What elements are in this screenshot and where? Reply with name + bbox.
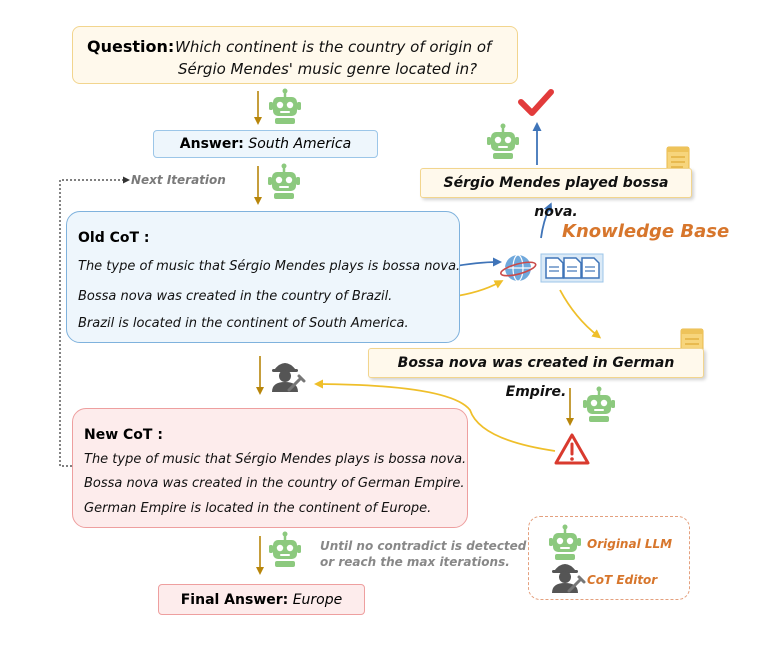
new-cot-box: New CoT : The type of music that Sérgio … (72, 408, 468, 528)
until-note-line2: or reach the max iterations. (320, 555, 510, 569)
new-cot-line: The type of music that Sérgio Mendes pla… (84, 452, 467, 467)
question-line1: Which continent is the country of origin… (175, 38, 492, 56)
old-cot-box: Old CoT : The type of music that Sérgio … (66, 211, 460, 343)
check-icon (518, 89, 554, 116)
legend-original-llm: Original LLM (587, 537, 673, 551)
final-answer-label: Final Answer: (180, 592, 289, 608)
globe-icon (500, 254, 537, 282)
cot-editor-icon (270, 361, 306, 394)
knowledge-base-label: Knowledge Base (562, 221, 730, 242)
robot-icon (267, 87, 303, 126)
warning-icon (554, 433, 590, 465)
old-cot-line: The type of music that Sérgio Mendes pla… (78, 259, 461, 274)
arrow-warning-to-editor (314, 379, 556, 452)
question-label: Question: (87, 37, 175, 56)
answer-value: South America (248, 136, 352, 152)
old-cot-line: Brazil is located in the continent of So… (78, 316, 409, 331)
kb-fact-supported: Sérgio Mendes played bossa nova. (420, 168, 692, 220)
question-box: Question: Which continent is the country… (72, 26, 518, 84)
new-cot-line: German Empire is located in the continen… (84, 501, 432, 516)
documents-icon (540, 253, 604, 283)
arrow-kb-to-fact2 (559, 289, 602, 339)
legend-cot-editor: CoT Editor (587, 573, 658, 587)
arrow-kb-to-fact1 (540, 202, 553, 239)
robot-icon (266, 162, 302, 201)
robot-icon (581, 385, 617, 424)
question-line2: Sérgio Mendes' music genre located in? (178, 60, 478, 78)
robot-icon (267, 530, 303, 569)
new-cot-title: New CoT : (84, 427, 163, 443)
final-answer-value: Europe (292, 592, 343, 608)
until-note: Until no contradict is detected or reach… (320, 538, 526, 570)
final-answer-box: Final Answer: Europe (158, 584, 365, 615)
answer-label: Answer: (179, 136, 244, 152)
new-cot-line: Bossa nova was created in the country of… (84, 476, 465, 491)
legend-box: Original LLM CoT Editor (528, 516, 690, 600)
question-text: Which continent is the country of origin… (175, 36, 515, 80)
old-cot-line: Bossa nova was created in the country of… (78, 289, 393, 304)
answer-box: Answer: South America (153, 130, 378, 158)
next-iteration-label: Next Iteration (131, 173, 226, 187)
old-cot-title: Old CoT : (78, 230, 150, 246)
robot-icon (485, 122, 521, 161)
until-note-line1: Until no contradict is detected (320, 539, 527, 553)
next-iteration-loop (59, 176, 130, 467)
kb-fact-contradict: Bossa nova was created in German Empire. (368, 348, 704, 400)
